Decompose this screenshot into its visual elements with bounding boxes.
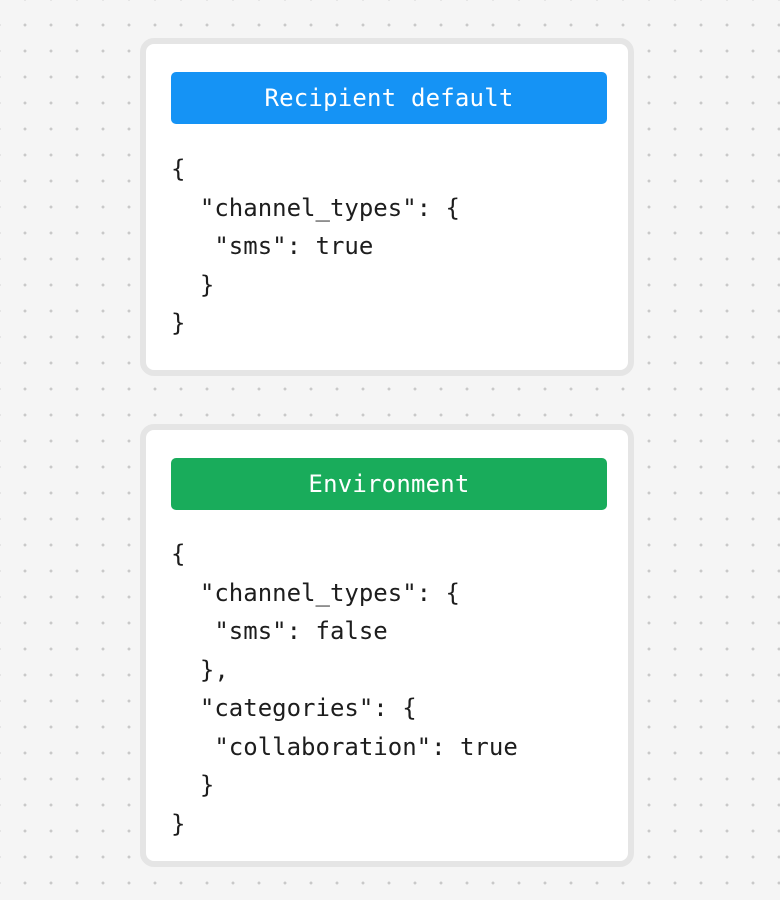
card-inner: Environment { "channel_types": { "sms": … xyxy=(146,430,628,863)
card-inner: Recipient default { "channel_types": { "… xyxy=(146,44,628,363)
environment-card: Environment { "channel_types": { "sms": … xyxy=(140,424,634,867)
environment-header: Environment xyxy=(171,458,607,510)
environment-json: { "channel_types": { "sms": false }, "ca… xyxy=(171,540,518,838)
recipient-default-header: Recipient default xyxy=(171,72,607,124)
recipient-default-card: Recipient default { "channel_types": { "… xyxy=(140,38,634,376)
recipient-default-json: { "channel_types": { "sms": true } } xyxy=(171,155,460,337)
